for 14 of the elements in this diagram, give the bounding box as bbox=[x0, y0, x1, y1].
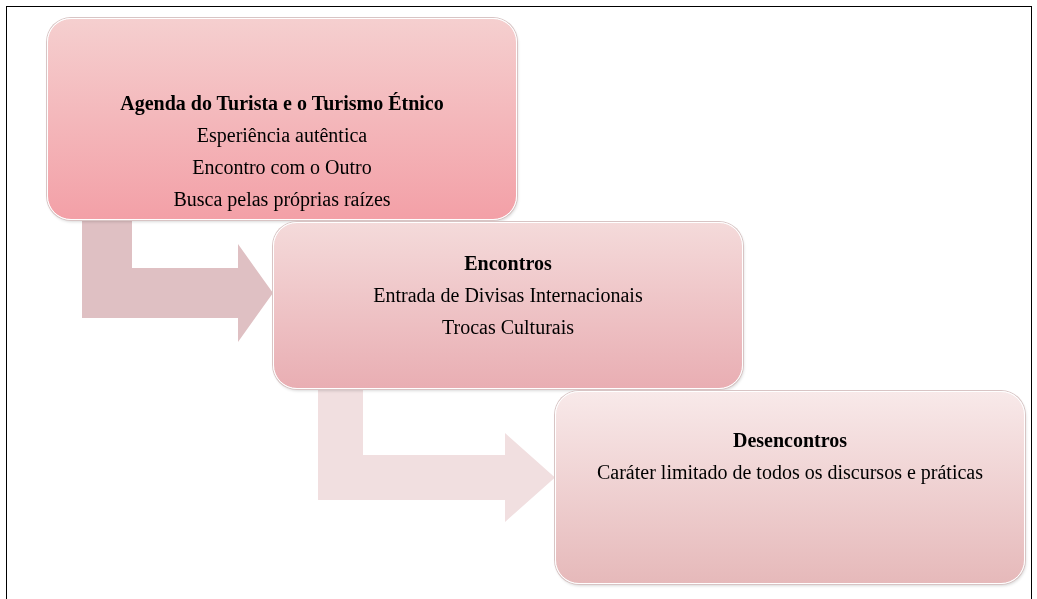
box-text: Caráter limitado de todos os discursos e práticas bbox=[597, 460, 983, 484]
bent-arrow bbox=[82, 220, 273, 342]
rounded-box bbox=[555, 391, 1025, 584]
rounded-box bbox=[273, 222, 743, 389]
box-text: Encontro com o Outro bbox=[192, 155, 372, 179]
box-text: Trocas Culturais bbox=[441, 315, 574, 339]
box-text: Busca pelas próprias raízes bbox=[173, 187, 391, 211]
rounded-box bbox=[47, 18, 517, 220]
box-heading: Agenda do Turista e o Turismo Étnico bbox=[120, 91, 444, 115]
bent-arrow bbox=[318, 389, 555, 522]
box-text: Esperiência autêntica bbox=[196, 123, 368, 147]
box-heading: Encontros bbox=[464, 251, 552, 275]
box-text: Entrada de Divisas Internacionais bbox=[373, 283, 643, 307]
box-heading: Desencontros bbox=[732, 428, 848, 452]
